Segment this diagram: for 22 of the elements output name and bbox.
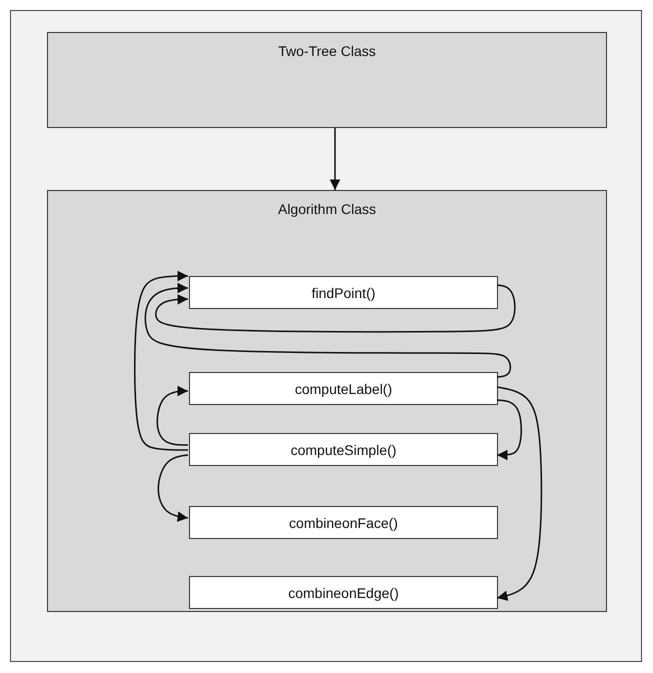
method-name: findPoint() <box>312 284 376 300</box>
method-name: computeLabel() <box>294 380 392 396</box>
class-title: Two-Tree Class <box>277 43 377 59</box>
method-box <box>189 576 498 609</box>
arrow <box>158 454 188 522</box>
class-box <box>47 190 607 612</box>
method-box <box>189 433 498 466</box>
arrow <box>496 399 522 460</box>
arrow <box>134 270 188 451</box>
arrow <box>156 386 188 446</box>
method-name: combineonEdge() <box>288 584 399 600</box>
arrow <box>144 282 512 378</box>
method-box <box>189 276 498 309</box>
arrow <box>155 284 516 333</box>
arrow <box>330 128 340 190</box>
method-name: computeSimple() <box>290 442 396 458</box>
class-box <box>47 32 607 128</box>
method-box <box>189 506 498 539</box>
arrow <box>496 386 542 601</box>
method-name: combineonFace() <box>289 514 398 530</box>
method-box <box>189 372 498 405</box>
class-title: Algorithm Class <box>276 201 378 217</box>
